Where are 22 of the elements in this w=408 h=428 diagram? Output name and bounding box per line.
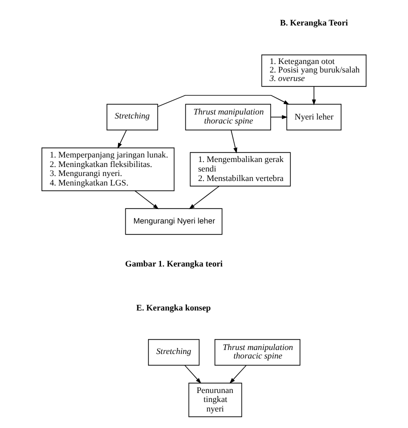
node-box: 1. Mengembalikan gerak sendi 2. Menstabilkan vertebra: [190, 152, 291, 186]
arrow: [312, 86, 316, 106]
node-box: Thrust manipulation thoracic spine: [185, 104, 272, 130]
node-box: Mengurangi Nyeri leher: [125, 208, 222, 235]
node-box: Nyeri leher: [286, 104, 342, 130]
node-box: Thrust manipulation thoracic spine: [214, 339, 300, 366]
arrow: [230, 365, 246, 384]
arrow: [184, 365, 202, 384]
node-box: Penurunan tingkat nyeri: [188, 382, 242, 418]
arrow: [188, 186, 220, 210]
label: E. Kerangka konsep: [136, 302, 211, 312]
label: B. Kerangka Teori: [280, 18, 348, 28]
arrow: [270, 115, 288, 120]
node-box: Stretching: [106, 104, 158, 130]
arrow: [157, 94, 290, 107]
node-box: 1. Ketegangan otot 2. Posisi yang buruk/salah 3. overuse: [261, 54, 366, 87]
node-box: 1. Memperpanjang jaringan lunak. 2. Meningkatkan fleksibilitas. 3. Mengurangi nyeri. 4. Meningkatkan LGS.: [42, 148, 174, 192]
label: Gambar 1. Kerangka teori: [125, 258, 223, 269]
arrow: [134, 190, 159, 210]
arrow: [230, 130, 238, 154]
node-box: Stretching: [148, 339, 200, 366]
arrow: [118, 130, 127, 149]
